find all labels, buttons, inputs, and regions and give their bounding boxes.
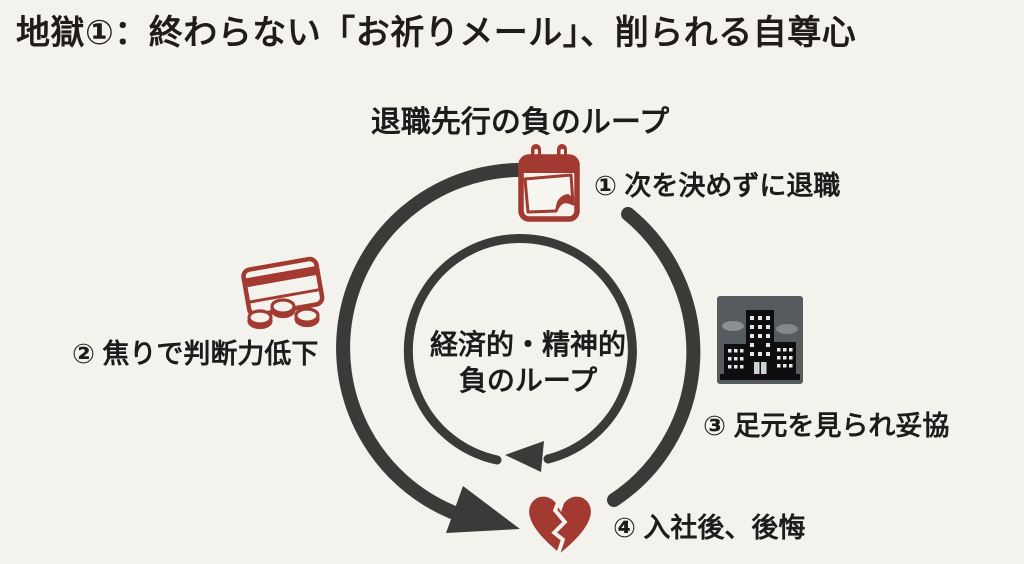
loop-center-label: 経済的・精神的 負のループ — [398, 327, 658, 399]
outer-arc-right — [607, 207, 701, 507]
step-label-1: ① 次を決めずに退職 — [594, 171, 841, 201]
outer-arrowhead-icon — [446, 486, 520, 533]
step-label-4: ④ 入社後、後悔 — [613, 513, 806, 543]
loop-center-line1: 経済的・精神的 — [429, 329, 626, 360]
inner-circle-arc — [403, 233, 637, 465]
step-label-2: ② 焦りで判断力低下 — [72, 339, 319, 369]
loop-heading: 退職先行の負のループ — [370, 106, 670, 139]
broken-heart-icon — [521, 488, 599, 563]
page-title: 地獄①：終わらない「お祈りメール」、削られる自尊心 — [16, 14, 857, 52]
outer-arc-left — [336, 163, 524, 519]
inner-arrowhead-icon — [505, 441, 544, 472]
step-label-3: ③ 足元を見られ妥協 — [703, 411, 950, 441]
calendar-icon — [517, 142, 581, 229]
wallet-coins-icon — [233, 246, 331, 335]
loop-center-line2: 負のループ — [458, 365, 598, 396]
office-building-icon — [717, 296, 803, 389]
